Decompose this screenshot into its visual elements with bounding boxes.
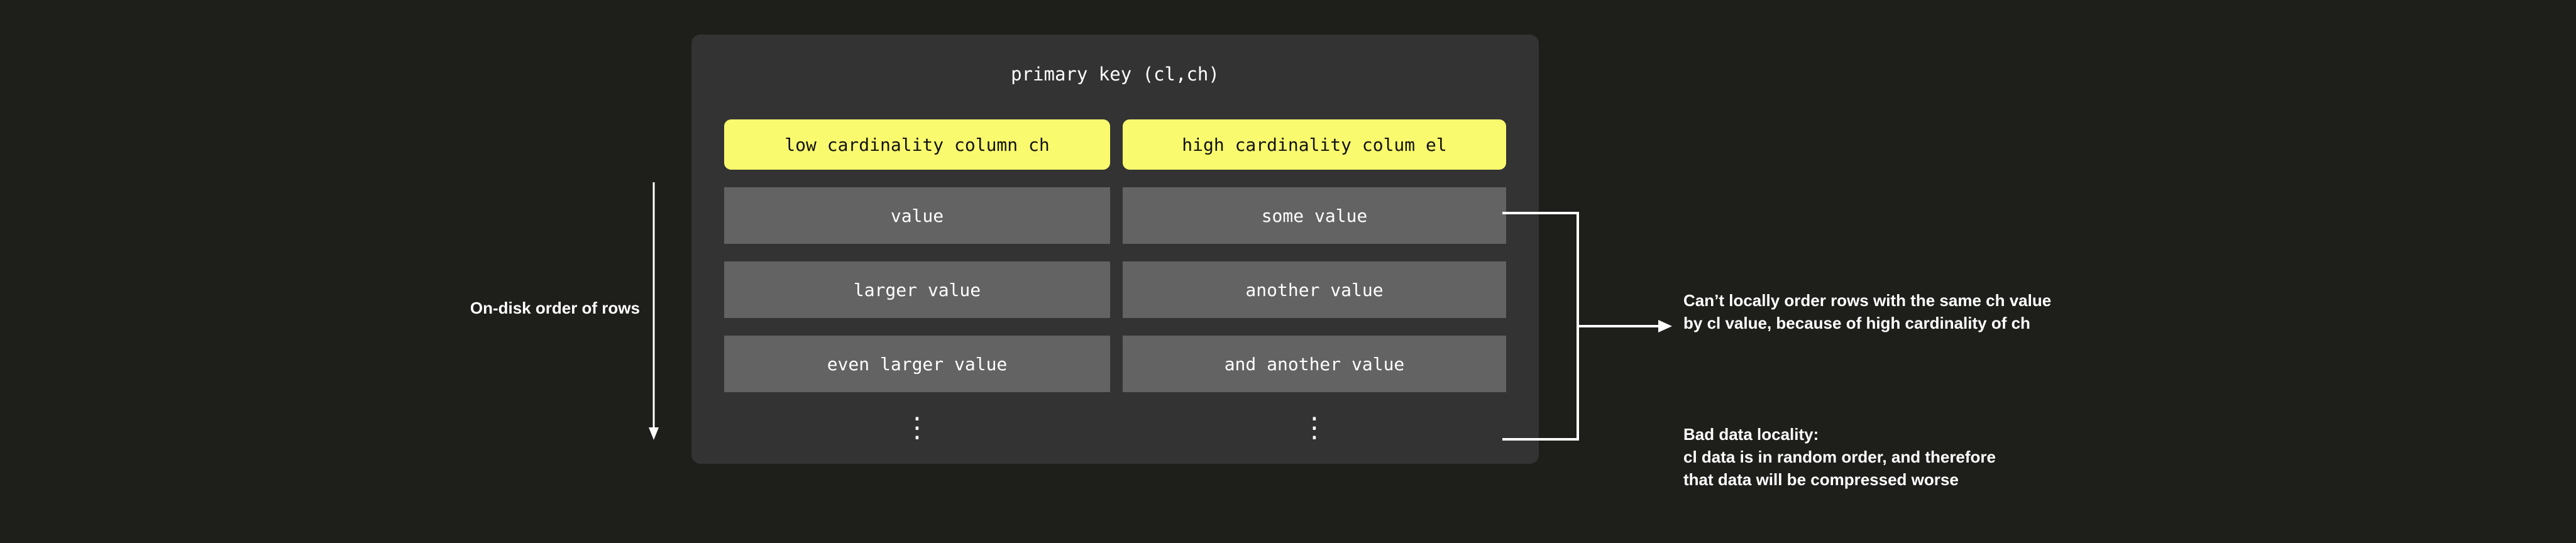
note-data-locality-line-2: cl data is in random order, and therefor… [1683, 447, 1996, 466]
column-high-cardinality: high cardinality colum el some value ano… [1123, 119, 1506, 450]
note-cardinality-line-1: Can’t locally order rows with the same c… [1683, 291, 2052, 310]
note-data-locality: Bad data locality: cl data is in random … [1683, 424, 1996, 491]
down-arrow-icon [649, 182, 659, 440]
column-header-high-cardinality: high cardinality colum el [1123, 119, 1506, 170]
cell-low-0: value [724, 187, 1110, 244]
note-cardinality: Can’t locally order rows with the same c… [1683, 290, 2051, 335]
page-title: primary key (cl,ch) [1011, 63, 1219, 85]
cell-high-2: and another value [1123, 336, 1506, 392]
note-cardinality-line-2: by cl value, because of high cardinality… [1683, 313, 2030, 332]
cell-high-0: some value [1123, 187, 1506, 244]
bracket-icon [1502, 212, 1672, 441]
vertical-ellipsis-icon-high: ⋮ [1301, 412, 1328, 444]
note-data-locality-line-1: Bad data locality: [1683, 425, 1819, 444]
column-header-low-cardinality: low cardinality column ch [724, 119, 1110, 170]
primary-key-panel: primary key (cl,ch) low cardinality colu… [691, 35, 1539, 464]
vertical-ellipsis-icon-low: ⋮ [903, 412, 931, 444]
column-low-cardinality: low cardinality column ch value larger v… [724, 119, 1110, 450]
cell-low-1: larger value [724, 261, 1110, 318]
note-data-locality-line-3: that data will be compressed worse [1683, 469, 1959, 489]
on-disk-order-label: On-disk order of rows [470, 299, 640, 317]
cell-low-2: even larger value [724, 336, 1110, 392]
cell-high-1: another value [1123, 261, 1506, 318]
